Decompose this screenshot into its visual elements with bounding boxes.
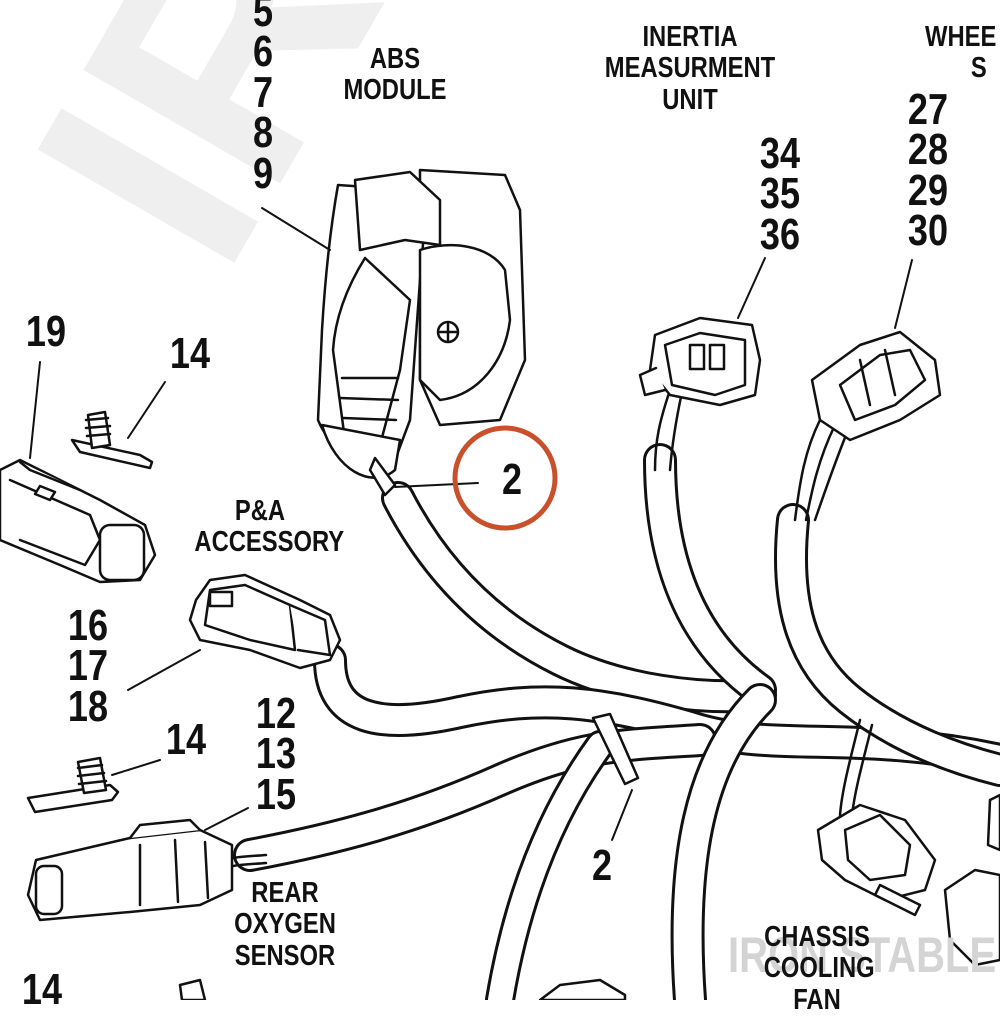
clip-14-middle <box>26 756 120 814</box>
callout-14-upper: 14 <box>169 329 211 378</box>
callout-2-tie-wrap: 2 <box>591 841 613 890</box>
pigtail-wires <box>231 388 874 868</box>
pa-accessory-connector <box>188 573 342 670</box>
wheel-callout-numbers: 27 28 29 30 <box>907 85 949 256</box>
abs-callout-numbers: 5 6 7 8 9 <box>252 0 274 198</box>
inertia-callout-numbers: 34 35 36 <box>759 129 801 259</box>
watermark-bottom: IRON STABLE <box>728 927 997 983</box>
highlight-circle <box>452 425 558 531</box>
abs-module-label: ABS MODULE <box>343 43 447 107</box>
right-edge-connector <box>943 793 1000 967</box>
pa-left-callout-numbers: 16 17 18 <box>67 601 109 731</box>
clip-14-upper <box>70 410 154 470</box>
leader-lines <box>29 207 913 841</box>
abs-module <box>316 168 527 497</box>
inertia-unit-label: INERTIA MEASURMENT UNIT <box>604 21 776 116</box>
harness-main-trunk <box>233 443 1000 1000</box>
chassis-fan-label: CHASSIS COOLING FAN <box>763 921 875 1016</box>
callout-14-middle: 14 <box>165 715 207 764</box>
callout-19: 19 <box>25 307 67 356</box>
wheel-speed-label: WHEE S <box>925 21 997 85</box>
callout-2-highlighted: 2 <box>501 455 523 504</box>
pa-accessory-label: P&A ACCESSORY <box>194 495 345 559</box>
connector-16-17-18 <box>0 458 157 584</box>
callout-14-bottom: 14 <box>21 965 63 1014</box>
inertia-unit-connector <box>638 316 762 407</box>
tie-wrap <box>591 712 640 786</box>
pa-right-callout-numbers: 12 13 15 <box>255 689 297 819</box>
chassis-fan-connector <box>816 803 937 917</box>
wheel-speed-connector <box>810 330 942 442</box>
rear-oxygen-connector <box>26 818 234 922</box>
clip-14-bottom <box>178 978 207 1000</box>
bottom-bracket <box>538 978 627 1000</box>
rear-oxygen-label: REAR OXYGEN SENSOR <box>234 877 336 972</box>
